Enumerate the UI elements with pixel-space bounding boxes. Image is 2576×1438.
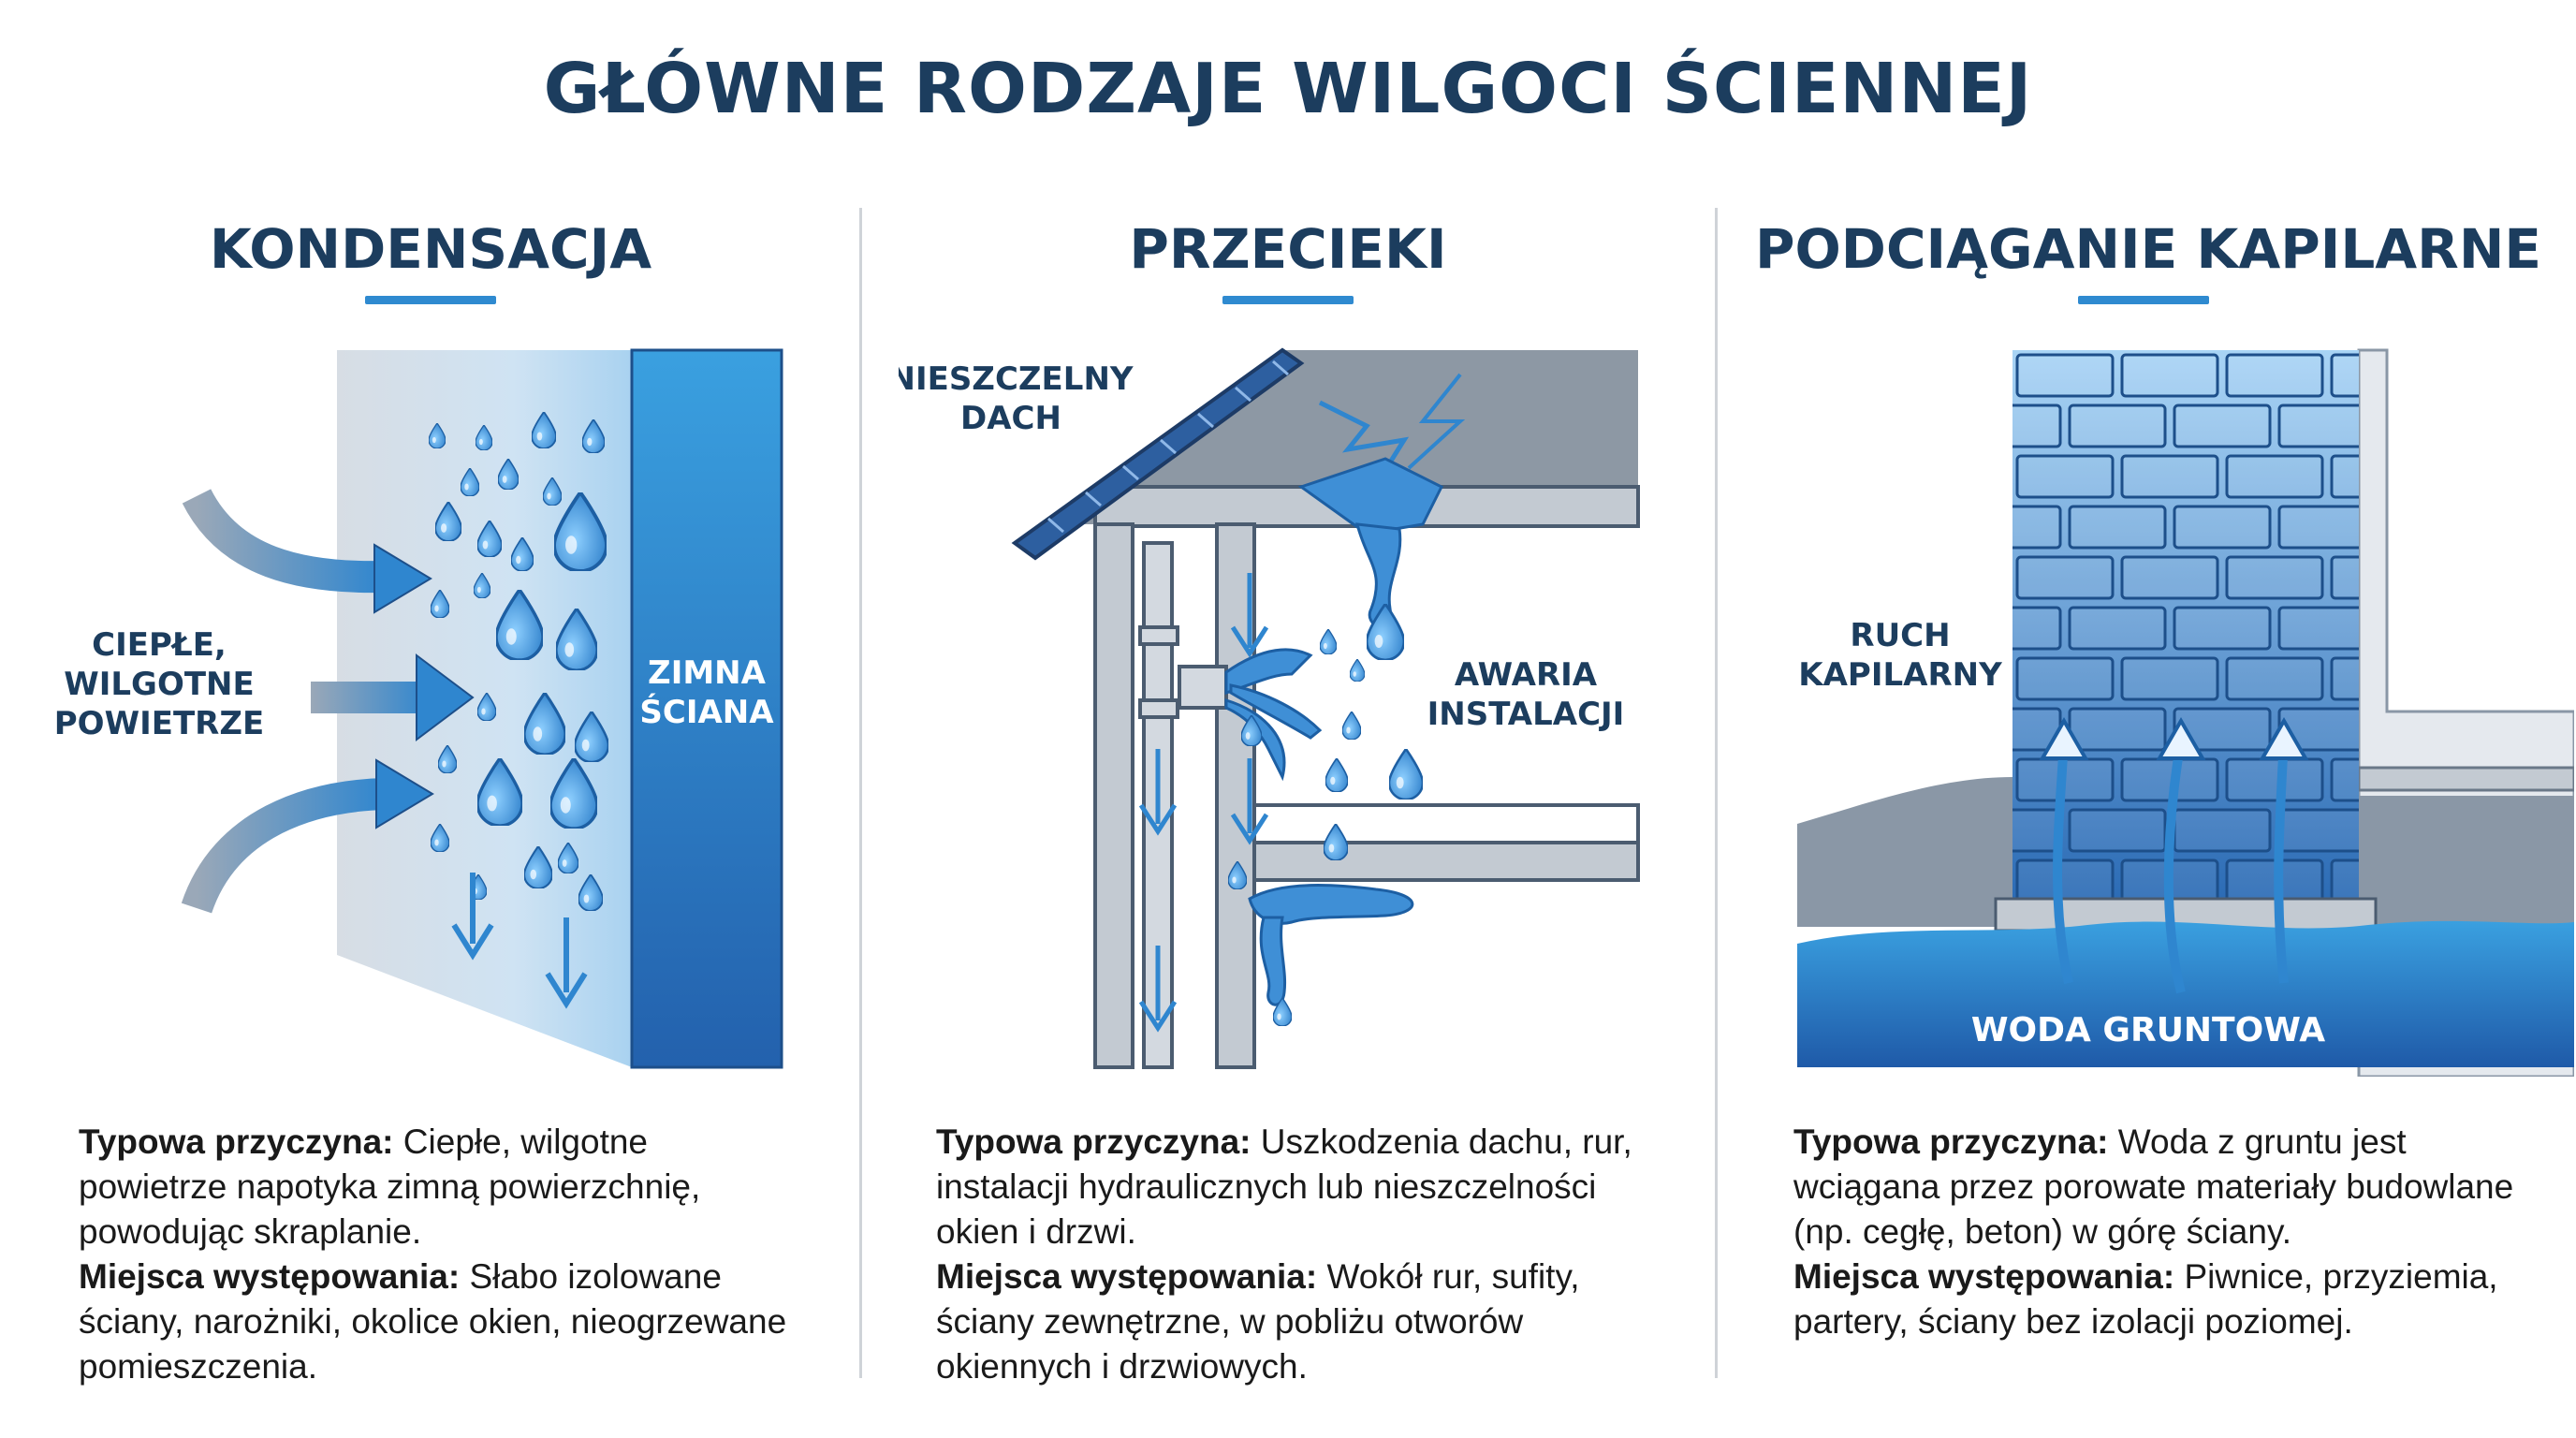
brick <box>2120 353 2219 398</box>
brick <box>2225 353 2324 398</box>
column-divider-1 <box>859 208 862 1378</box>
brick <box>2012 505 2062 550</box>
brick <box>2120 454 2219 499</box>
capillary-arrows <box>2053 739 2289 994</box>
roof-label: DACH <box>960 400 1061 437</box>
capillary-description: Typowa przyczyna: Woda z gruntu jest wci… <box>1793 1120 2533 1344</box>
brick <box>2015 555 2115 600</box>
down-arrows <box>1138 573 1269 1033</box>
brick <box>2015 858 2115 903</box>
warm-air-label: CIEPŁE, <box>92 626 227 664</box>
brick <box>2120 555 2219 600</box>
cause-label: Typowa przyczyna: <box>79 1123 394 1161</box>
condensation-description: Typowa przyczyna: Ciepłe, wilgotne powie… <box>79 1120 790 1389</box>
installation-label: INSTALACJI <box>1427 696 1625 733</box>
brick <box>2012 707 2062 752</box>
brick <box>2225 454 2324 499</box>
cause-text: Uszkodzenia dachu, rur, instalacji hydra… <box>936 1123 1632 1251</box>
cause-text: Ciepłe, wilgotne powietrze napotyka zimn… <box>79 1123 701 1251</box>
groundwater <box>1797 920 2574 1067</box>
brick <box>2015 454 2115 499</box>
warm-air-arrows <box>181 488 475 914</box>
title-underline <box>365 296 496 304</box>
places-label: Miejsca występowania: <box>79 1257 461 1296</box>
brick <box>2330 454 2359 499</box>
brick <box>2012 404 2062 448</box>
brick <box>2015 656 2115 701</box>
brick <box>2330 353 2359 398</box>
brick <box>2173 404 2272 448</box>
floor-slab-top <box>1252 803 1640 844</box>
brick <box>2173 505 2272 550</box>
cause-label: Typowa przyczyna: <box>936 1123 1251 1161</box>
column-title-leaks: PRZECIEKI <box>1129 217 1447 281</box>
soil <box>1797 777 2012 927</box>
roof-water <box>1297 457 1444 536</box>
brick <box>2225 757 2324 802</box>
brick <box>2330 656 2359 701</box>
brick <box>2068 404 2167 448</box>
brick <box>2068 707 2167 752</box>
cold-wall-label: ZIMNA <box>648 654 767 692</box>
condensation-illustration: ZIMNA ŚCIANA <box>54 348 783 1069</box>
capillary-label: KAPILARNY <box>1798 656 2002 694</box>
cause-text: Woda z gruntu jest wciągana przez porowa… <box>1793 1123 2514 1251</box>
brick <box>2330 555 2359 600</box>
roof <box>1011 347 1305 561</box>
title-underline <box>2078 296 2209 304</box>
pipe-leak-spray <box>1224 648 1323 782</box>
brick <box>2068 606 2167 651</box>
brick <box>2277 606 2359 651</box>
leaks-description: Typowa przyczyna: Uszkodzenia dachu, rur… <box>936 1120 1647 1389</box>
brick <box>2277 505 2359 550</box>
column-title-capillary: PODCIĄGANIE KAPILARNE <box>1754 217 2541 281</box>
down-arrows <box>451 873 588 1009</box>
brick <box>2012 606 2062 651</box>
capillary-label: RUCH <box>1850 617 1950 654</box>
cold-wall-label: ŚCIANA <box>639 693 774 731</box>
places-label: Miejsca występowania: <box>936 1257 1318 1296</box>
leaks-illustration: NIESZCZELNY DACH AWARIA INSTALACJI <box>899 347 1640 1069</box>
brick <box>2120 656 2219 701</box>
brick <box>2225 555 2324 600</box>
brick <box>2225 656 2324 701</box>
places-label: Miejsca występowania: <box>1793 1257 2175 1296</box>
brick <box>2330 858 2359 903</box>
floor-puddle <box>1248 884 1414 925</box>
warm-air-label: WILGOTNE <box>64 666 255 703</box>
places-text: Wokół rur, sufity, ściany zewnętrzne, w … <box>936 1257 1580 1386</box>
brick <box>2277 404 2359 448</box>
capillary-illustration: WODA GRUNTOWA RUCH KAPILARNY <box>1797 348 2574 1077</box>
brick <box>2068 808 2167 853</box>
groundwater-label: WODA GRUNTOWA <box>1971 1011 2325 1049</box>
title-underline <box>1222 296 1354 304</box>
wall-structure <box>1093 522 1640 1069</box>
brick <box>2330 757 2359 802</box>
places-text: Piwnice, przyziemia, partery, ściany bez… <box>1793 1257 2498 1341</box>
cold-wall <box>630 348 783 1069</box>
brick <box>2173 808 2272 853</box>
places-text: Słabo izolowane ściany, narożniki, okoli… <box>79 1257 787 1386</box>
warm-air-label: POWIETRZE <box>54 705 264 742</box>
capillary-arrowheads <box>2039 716 2309 760</box>
brick <box>2015 353 2115 398</box>
cause-label: Typowa przyczyna: <box>1793 1123 2109 1161</box>
brick <box>2173 606 2272 651</box>
brick <box>2068 505 2167 550</box>
column-title-condensation: KONDENSACJA <box>209 217 652 281</box>
main-title: GŁÓWNE RODZAJE WILGOCI ŚCIENNEJ <box>543 49 2033 129</box>
roof-label: NIESZCZELNY <box>899 360 1134 398</box>
installation-label: AWARIA <box>1455 656 1598 694</box>
pipe <box>1138 541 1228 1069</box>
column-divider-2 <box>1715 208 1718 1378</box>
